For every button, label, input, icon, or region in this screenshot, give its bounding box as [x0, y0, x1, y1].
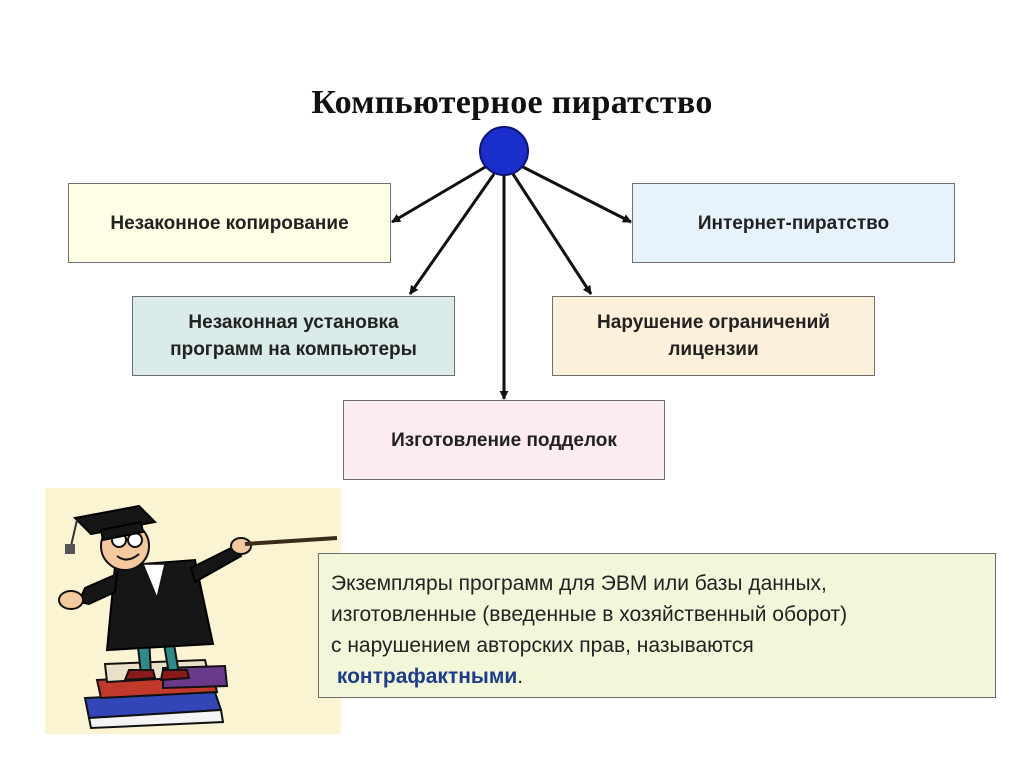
- professor-with-pointer-on-books-icon: [58, 504, 338, 730]
- books-icon: [83, 658, 229, 730]
- node-illegal-install: Незаконная установка программ на компьют…: [132, 296, 455, 376]
- node-counterfeits: Изготовление подделок: [343, 400, 665, 480]
- definition-box: Экземпляры программ для ЭВМ или базы дан…: [318, 553, 996, 698]
- professor-illustration: [45, 488, 341, 734]
- node-illegal-install-label: Незаконная установка программ на компьют…: [170, 312, 417, 360]
- arrow-to-internet-piracy: [520, 164, 632, 224]
- definition-end: .: [517, 665, 524, 688]
- definition-line-2: изготовленные (введенные в хозяйственный…: [331, 603, 848, 626]
- node-illegal-copying-label: Незаконное копирование: [110, 212, 349, 234]
- node-license-violation: Нарушение ограничений лицензии: [552, 296, 875, 376]
- hub-node: [479, 126, 529, 176]
- node-internet-piracy: Интернет-пиратство: [632, 183, 955, 263]
- node-license-violation-label: Нарушение ограничений лицензии: [597, 312, 830, 360]
- definition-line-3: с нарушением авторских прав, называются: [331, 634, 754, 657]
- node-illegal-copying: Незаконное копирование: [68, 183, 391, 263]
- node-internet-piracy-label: Интернет-пиратство: [697, 212, 890, 234]
- arrow-to-license-violation: [511, 173, 593, 295]
- definition-line-4: контрафактными.: [331, 661, 981, 692]
- arrow-to-illegal-install: [408, 173, 496, 295]
- definition-keyword: контрафактными: [336, 665, 518, 688]
- diagram-title: Компьютерное пиратство: [311, 84, 713, 121]
- definition-line-1: Экземпляры программ для ЭВМ или базы дан…: [331, 572, 827, 595]
- arrow-to-illegal-copying: [391, 164, 488, 224]
- node-counterfeits-label: Изготовление подделок: [391, 429, 617, 451]
